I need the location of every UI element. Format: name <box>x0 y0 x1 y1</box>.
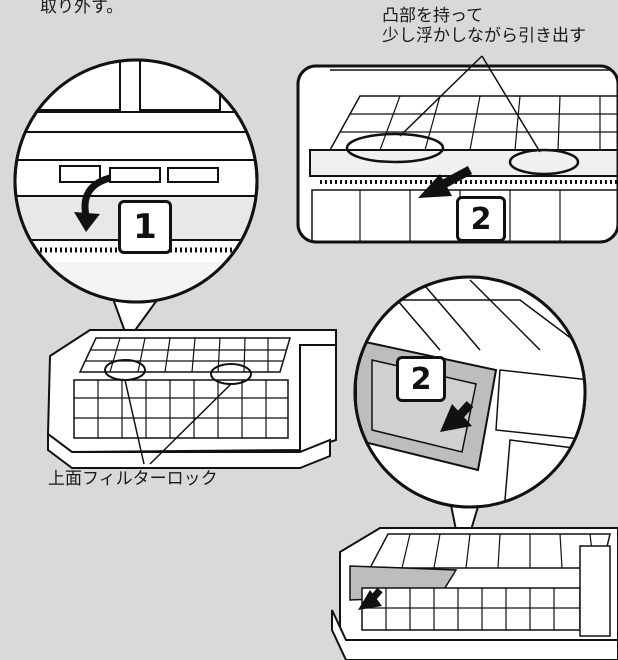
step-2-badge-top: 2 <box>456 196 506 242</box>
aircon-unit-left <box>46 329 337 469</box>
aircon-unit-right <box>331 527 618 660</box>
zoom-panel-pull-out <box>296 55 618 244</box>
zoom-circle-filter-slide <box>353 275 587 561</box>
zoom-circle-filter-lock <box>13 58 259 343</box>
callout-line-1: 凸部を持って <box>382 6 484 26</box>
callout-grab-tabs: 凸部を持って 少し浮かしながら引き出す <box>382 6 586 46</box>
header-text-fragment: 取り外す。 <box>40 0 124 17</box>
step-1-badge: 1 <box>118 200 172 254</box>
callout-line-2: 少し浮かしながら引き出す <box>382 26 586 46</box>
step-2-badge-circle: 2 <box>396 356 446 402</box>
callout-top-filter-lock: 上面フィルターロック <box>48 469 218 489</box>
